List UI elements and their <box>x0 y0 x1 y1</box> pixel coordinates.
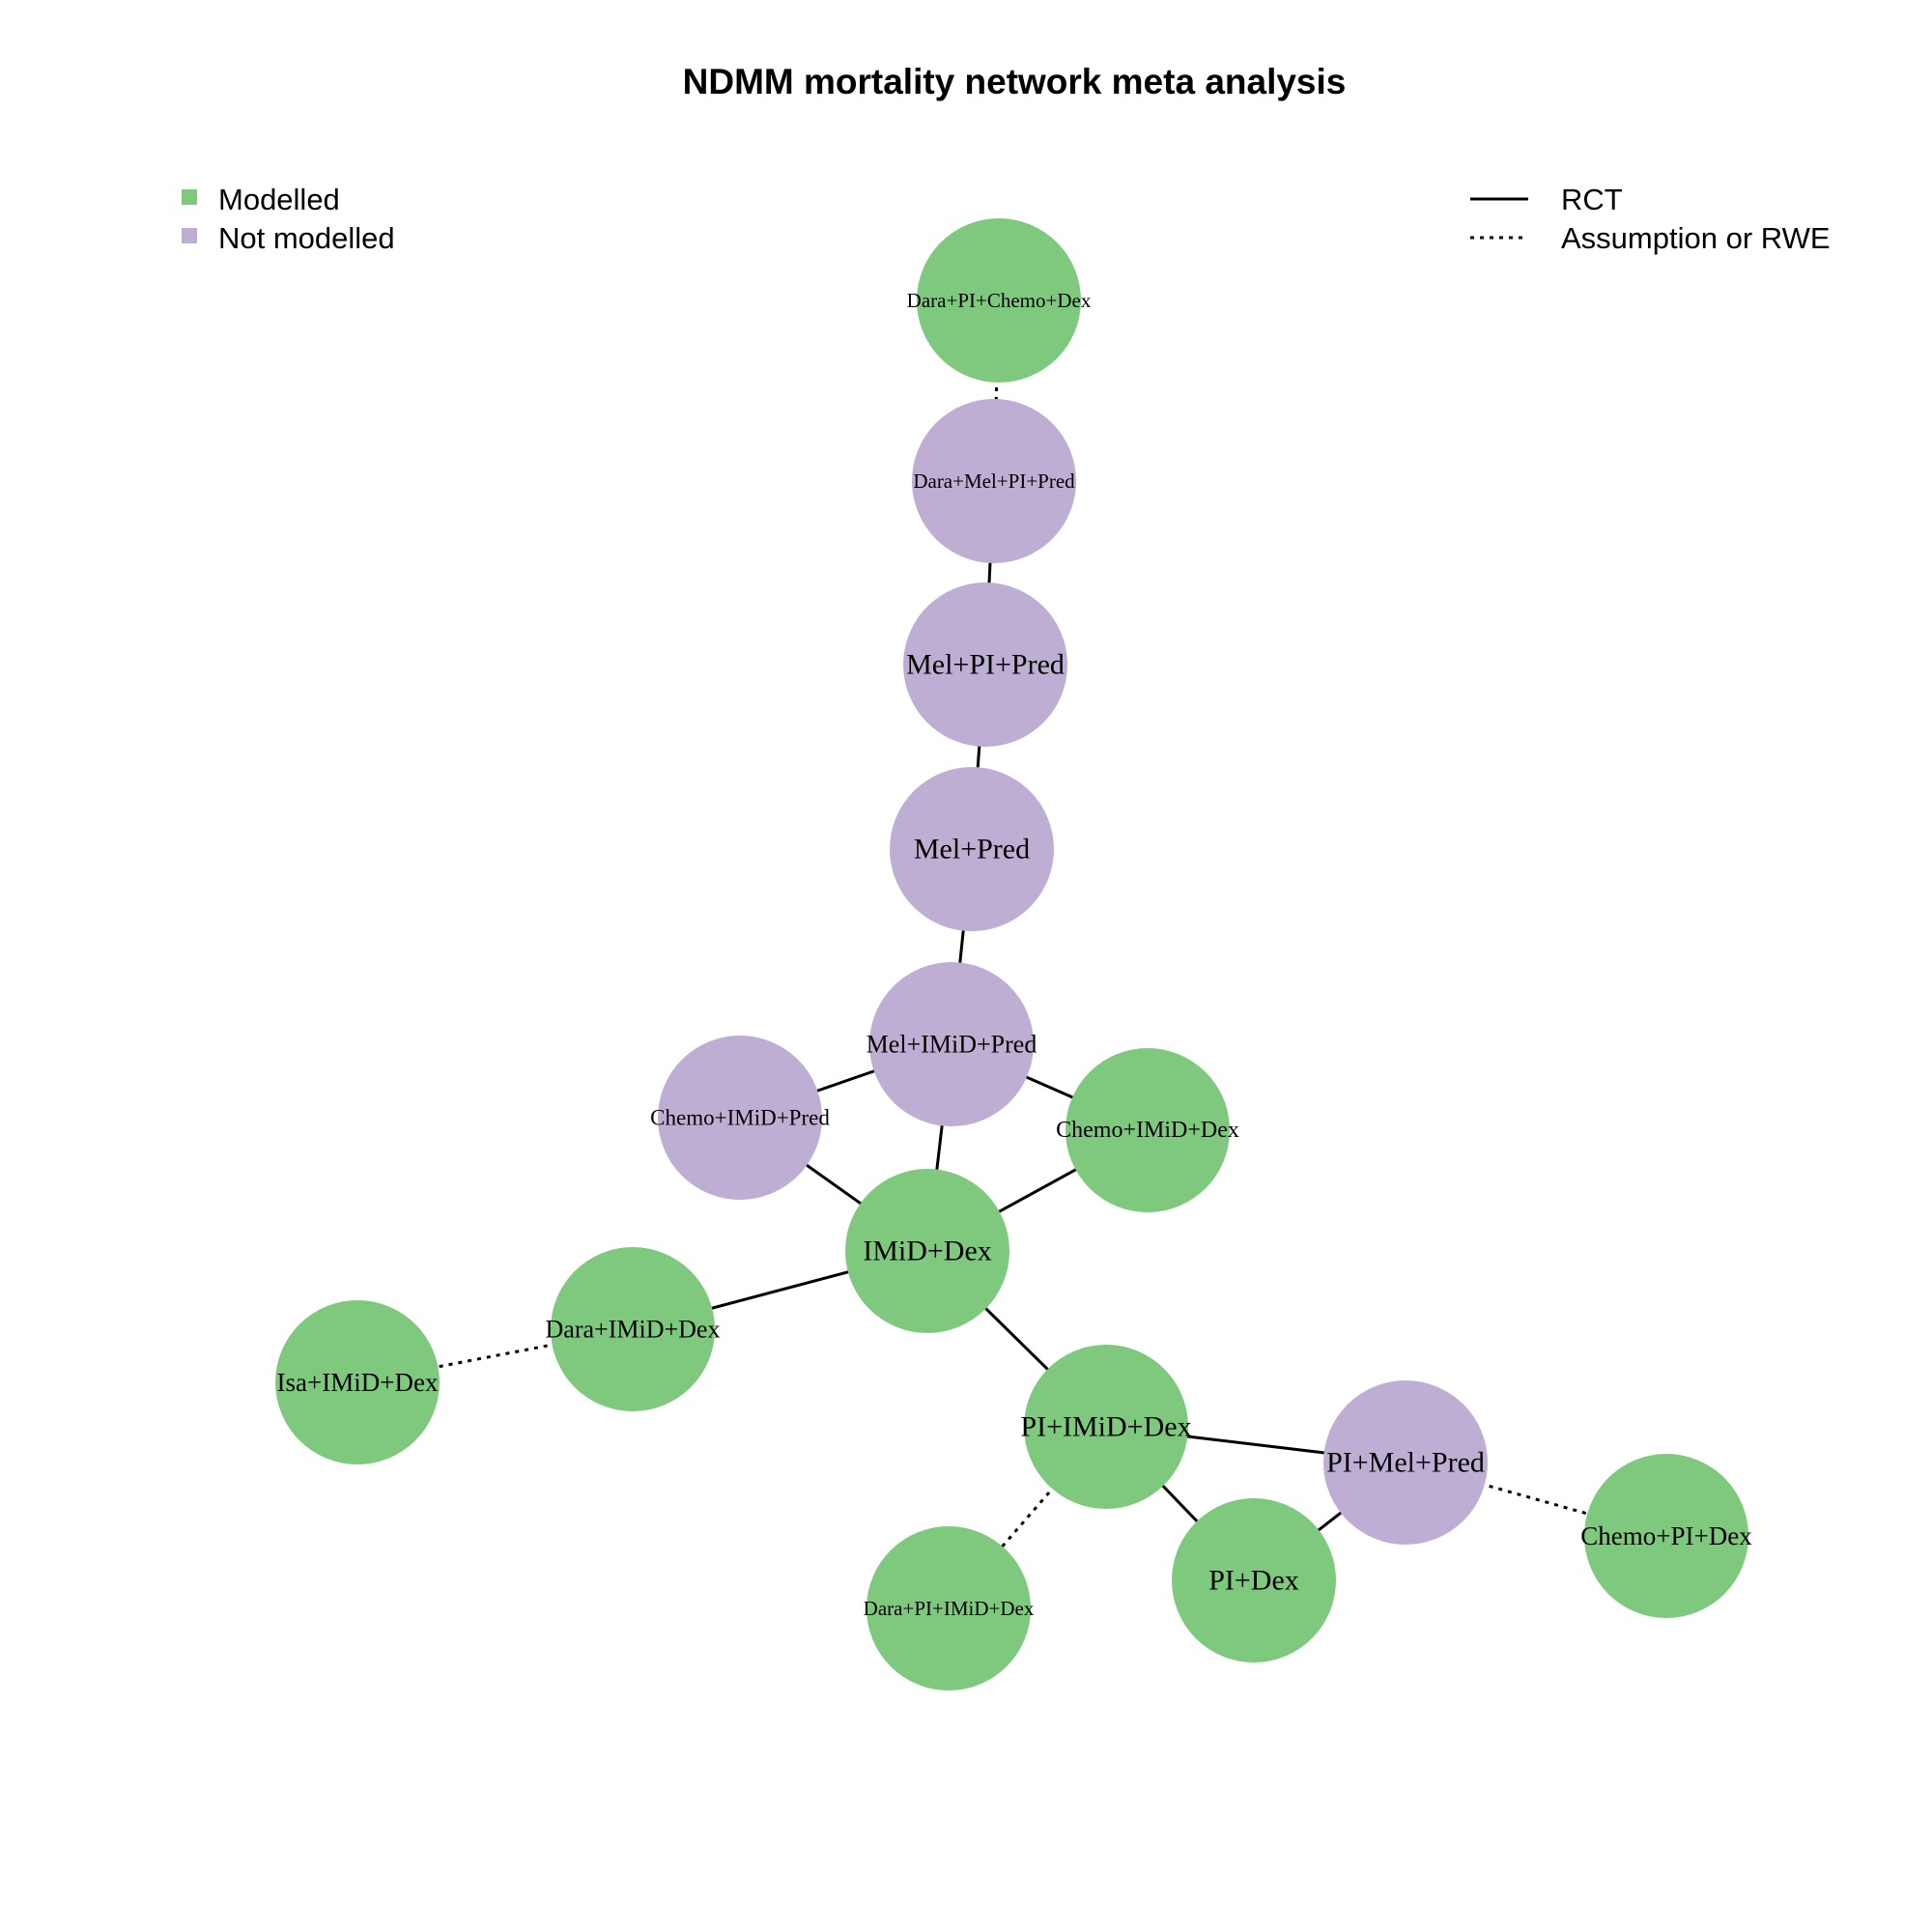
node-mel-imid-pred: Mel+IMiD+Pred <box>867 962 1037 1126</box>
node-circle-mel-imid-pred <box>869 962 1034 1126</box>
node-circle-pi-dex <box>1172 1498 1336 1662</box>
node-label-dara-mel-pi-pred: Dara+Mel+PI+Pred <box>913 469 1075 493</box>
node-dara-pi-imid-dex: Dara+PI+IMiD+Dex <box>864 1526 1035 1690</box>
diagram-title: NDMM mortality network meta analysis <box>683 62 1347 101</box>
node-circle-chemo-imid-pred <box>658 1036 822 1200</box>
node-label-mel-imid-pred: Mel+IMiD+Pred <box>867 1031 1037 1059</box>
node-dara-imid-dex: Dara+IMiD+Dex <box>546 1247 721 1411</box>
node-mel-pi-pred: Mel+PI+Pred <box>903 582 1067 747</box>
node-circle-dara-mel-pi-pred <box>912 399 1076 563</box>
node-label-pi-mel-pred: PI+Mel+Pred <box>1326 1447 1485 1479</box>
legend-label-modelled: Modelled <box>218 183 340 216</box>
node-circle-dara-imid-dex <box>551 1247 715 1411</box>
node-label-pi-imid-dex: PI+IMiD+Dex <box>1020 1411 1191 1443</box>
node-label-dara-imid-dex: Dara+IMiD+Dex <box>546 1316 721 1344</box>
node-circle-pi-mel-pred <box>1323 1380 1488 1545</box>
node-label-mel-pi-pred: Mel+PI+Pred <box>906 649 1065 681</box>
node-circle-pi-imid-dex <box>1024 1345 1188 1509</box>
node-label-imid-dex: IMiD+Dex <box>863 1236 992 1267</box>
node-circle-isa-imid-dex <box>275 1300 440 1464</box>
node-circle-mel-pred <box>890 767 1054 931</box>
node-circle-chemo-imid-dex <box>1065 1048 1230 1212</box>
edge-legend: RCT Assumption or RWE <box>1470 183 1831 255</box>
node-pi-imid-dex: PI+IMiD+Dex <box>1020 1345 1192 1509</box>
legend-label-assumption: Assumption or RWE <box>1561 221 1831 255</box>
node-circle-dara-pi-chemo-dex <box>917 218 1081 383</box>
node-label-mel-pred: Mel+Pred <box>914 834 1030 866</box>
node-circle-chemo-pi-dex <box>1584 1454 1748 1618</box>
node-label-isa-imid-dex: Isa+IMiD+Dex <box>277 1368 439 1397</box>
node-circle-dara-pi-imid-dex <box>867 1526 1031 1690</box>
legend-swatch-not-modelled <box>182 228 197 243</box>
node-circle-mel-pi-pred <box>903 582 1067 747</box>
legend-label-not-modelled: Not modelled <box>218 221 395 255</box>
node-pi-mel-pred: PI+Mel+Pred <box>1323 1380 1488 1545</box>
legend-label-rct: RCT <box>1561 183 1623 216</box>
node-label-chemo-pi-dex: Chemo+PI+Dex <box>1580 1521 1752 1550</box>
node-label-dara-pi-chemo-dex: Dara+PI+Chemo+Dex <box>907 289 1092 312</box>
node-label-pi-dex: PI+Dex <box>1208 1565 1299 1597</box>
node-pi-dex: PI+Dex <box>1172 1498 1336 1662</box>
node-dara-pi-chemo-dex: Dara+PI+Chemo+Dex <box>907 218 1092 383</box>
node-chemo-pi-dex: Chemo+PI+Dex <box>1580 1454 1752 1618</box>
node-label-chemo-imid-dex: Chemo+IMiD+Dex <box>1056 1118 1239 1143</box>
node-isa-imid-dex: Isa+IMiD+Dex <box>275 1300 440 1464</box>
node-chemo-imid-dex: Chemo+IMiD+Dex <box>1056 1048 1239 1212</box>
node-chemo-imid-pred: Chemo+IMiD+Pred <box>650 1036 830 1200</box>
node-label-dara-pi-imid-dex: Dara+PI+IMiD+Dex <box>864 1597 1035 1620</box>
node-dara-mel-pi-pred: Dara+Mel+PI+Pred <box>912 399 1076 563</box>
nodes: Dara+PI+Chemo+DexDara+Mel+PI+PredMel+PI+… <box>275 218 1752 1690</box>
node-circle-imid-dex <box>845 1169 1009 1333</box>
node-mel-pred: Mel+Pred <box>890 767 1054 931</box>
node-imid-dex: IMiD+Dex <box>845 1169 1009 1333</box>
node-legend: Modelled Not modelled <box>182 183 395 255</box>
node-label-chemo-imid-pred: Chemo+IMiD+Pred <box>650 1106 830 1130</box>
legend-swatch-modelled <box>182 189 197 205</box>
